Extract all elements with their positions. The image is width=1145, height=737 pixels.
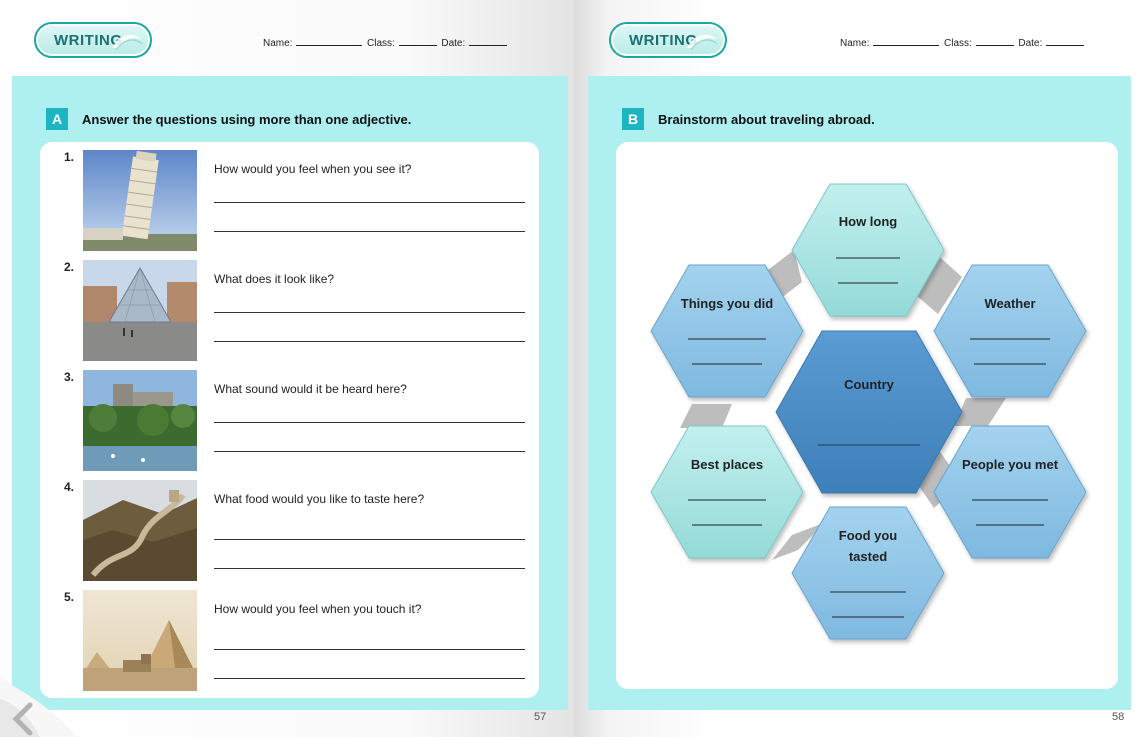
answer-line[interactable]: [214, 539, 525, 540]
pyramids-photo: [83, 590, 197, 691]
question-row: 1.: [40, 142, 539, 251]
answer-line[interactable]: [214, 231, 525, 232]
answer-line[interactable]: [214, 422, 525, 423]
writing-badge-label: WRITING: [629, 31, 698, 49]
page-number-right: 58: [1112, 711, 1125, 723]
section-b-letter: B: [622, 108, 644, 130]
louvre-pyramid-photo: [83, 260, 197, 361]
answer-line[interactable]: [214, 202, 525, 203]
page-number-left: 57: [534, 711, 547, 723]
date-label: Date:: [441, 38, 466, 49]
hex-country[interactable]: Country: [775, 330, 963, 494]
section-b-heading: B Brainstorm about traveling abroad.: [622, 108, 875, 130]
question-text: What sound would it be heard here?: [214, 382, 407, 396]
answer-line[interactable]: [214, 341, 525, 342]
left-header: WRITING Name: Class: Date:: [0, 22, 574, 60]
questions-box: 1.: [40, 142, 539, 698]
class-label: Class:: [944, 38, 972, 49]
hex-label: People you met: [962, 457, 1059, 472]
right-header: WRITING Name: Class: Date:: [574, 22, 1145, 60]
class-blank[interactable]: [398, 36, 437, 46]
answer-line[interactable]: [214, 568, 525, 569]
writing-badge-label: WRITING: [54, 31, 123, 49]
hex-best-places[interactable]: Best places: [650, 425, 804, 559]
question-number: 2.: [64, 260, 75, 274]
question-number: 5.: [64, 590, 75, 604]
hexagon-diagram: How long Things you did Weather: [650, 183, 1087, 640]
name-label: Name:: [840, 38, 870, 49]
leaning-tower-photo: [83, 150, 197, 251]
section-a-title: Answer the questions using more than one…: [82, 111, 412, 127]
hex-label: Best places: [691, 457, 763, 472]
question-row: 3. What sound would it be heard here?: [40, 362, 539, 471]
writing-badge: WRITING: [609, 22, 727, 58]
hex-label: Food you: [839, 528, 898, 543]
swirl-icon: [112, 34, 143, 51]
question-number: 4.: [64, 480, 75, 494]
section-a-panel: A Answer the questions using more than o…: [12, 76, 568, 710]
swirl-icon: [687, 34, 718, 51]
chevron-left-icon[interactable]: [12, 702, 33, 736]
page-curl[interactable]: [0, 637, 90, 737]
hex-people-you-met[interactable]: People you met: [933, 425, 1087, 559]
left-page: WRITING Name: Class: Date: A Answer the …: [0, 0, 574, 737]
right-page: WRITING Name: Class: Date: B Brainstorm …: [574, 0, 1145, 737]
name-blank[interactable]: [873, 36, 940, 46]
answer-line[interactable]: [214, 649, 525, 650]
section-b-panel: B Brainstorm about traveling abroad.: [588, 76, 1131, 710]
name-label: Name:: [263, 38, 293, 49]
date-blank[interactable]: [469, 36, 508, 46]
hex-food-you-tasted[interactable]: Food you tasted: [791, 506, 945, 640]
writing-badge: WRITING: [34, 22, 152, 58]
brainstorm-box: How long Things you did Weather: [616, 142, 1118, 689]
class-label: Class:: [367, 38, 395, 49]
name-blank[interactable]: [296, 36, 363, 46]
student-fields: Name: Class: Date:: [263, 36, 509, 49]
question-row: 4. What food would you like to taste her…: [40, 472, 539, 581]
answer-line[interactable]: [214, 451, 525, 452]
date-label: Date:: [1018, 38, 1043, 49]
question-text: How would you feel when you touch it?: [214, 602, 422, 616]
section-a-letter: A: [46, 108, 68, 130]
question-number: 3.: [64, 370, 75, 384]
question-number: 1.: [64, 150, 75, 164]
date-blank[interactable]: [1046, 36, 1085, 46]
hex-label: tasted: [849, 549, 887, 564]
windsor-castle-photo: [83, 370, 197, 471]
class-blank[interactable]: [975, 36, 1014, 46]
question-text: What food would you like to taste here?: [214, 492, 425, 506]
hex-label: Things you did: [681, 296, 773, 311]
question-row: 5. How would you feel when you touch it?: [40, 582, 539, 691]
answer-line[interactable]: [214, 312, 525, 313]
hex-how-long[interactable]: How long: [791, 183, 945, 317]
section-a-heading: A Answer the questions using more than o…: [46, 108, 411, 130]
hex-label: Country: [844, 377, 895, 392]
hex-label: How long: [839, 214, 898, 229]
hex-things-you-did[interactable]: Things you did: [650, 264, 804, 398]
question-text: What does it look like?: [214, 272, 335, 286]
great-wall-photo: [83, 480, 197, 581]
hex-label: Weather: [984, 296, 1035, 311]
answer-line[interactable]: [214, 678, 525, 679]
question-text: How would you feel when you see it?: [214, 162, 412, 176]
hex-weather[interactable]: Weather: [933, 264, 1087, 398]
student-fields: Name: Class: Date:: [840, 36, 1086, 49]
question-row: 2. What does it lo: [40, 252, 539, 361]
section-b-title: Brainstorm about traveling abroad.: [658, 111, 875, 127]
